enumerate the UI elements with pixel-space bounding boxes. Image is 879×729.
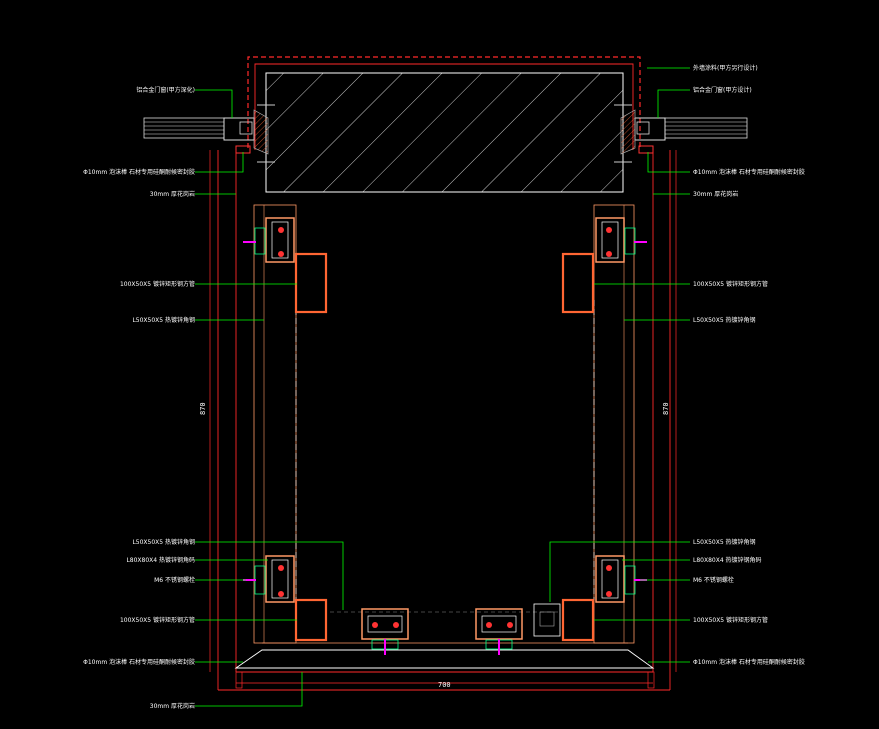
left-annotations: 铝合金门窗(甲方深化) Φ10mm 泡沫棒 石材专用硅酮耐候密封胶 30mm 厚…	[83, 86, 195, 710]
left-window-frame	[143, 109, 269, 155]
right-window-frame	[620, 109, 748, 155]
dimension-lines: 870 870 700	[199, 150, 677, 689]
right-label-11: Φ10mm 泡沫棒 石材专用硅酮耐候密封胶	[693, 658, 805, 666]
granite-cladding	[234, 204, 655, 669]
right-label-8: L80X80X4 热镀锌钢角码	[693, 556, 762, 564]
left-label-10: Φ10mm 泡沫棒 石材专用硅酮耐候密封胶	[83, 658, 195, 666]
left-label-6: L50X50X5 热镀锌角钢	[132, 538, 195, 546]
right-label-3: Φ10mm 泡沫棒 石材专用硅酮耐候密封胶	[693, 168, 805, 176]
anchor-brackets	[243, 217, 647, 655]
left-label-2: Φ10mm 泡沫棒 石材专用硅酮耐候密封胶	[83, 168, 195, 176]
right-label-9: M6 不锈钢螺栓	[693, 576, 734, 584]
right-label-1: 外墙涂料(甲方另行设计)	[693, 64, 758, 72]
right-label-4: 30mm 厚花岗岩	[693, 190, 738, 198]
left-label-5: L50X50X5 热镀锌角钢	[132, 316, 195, 324]
left-leaders	[195, 89, 344, 707]
left-label-8: M6 不锈钢螺栓	[154, 576, 195, 584]
left-vertical-dim: 870	[199, 402, 207, 415]
top-hatched-panel	[257, 72, 632, 193]
left-label-1: 铝合金门窗(甲方深化)	[136, 86, 195, 94]
left-label-11: 30mm 厚花岗岩	[150, 702, 195, 710]
right-label-6: L50X50X5 热镀锌角钢	[693, 316, 756, 324]
left-label-4: 100X50X5 镀锌矩形钢方管	[120, 280, 195, 288]
right-label-5: 100X50X5 镀锌矩形钢方管	[693, 280, 768, 288]
side-outlines	[217, 150, 671, 691]
right-label-10: 100X50X5 镀锌矩形钢方管	[693, 616, 768, 624]
bottom-dim: 700	[438, 681, 451, 689]
left-label-9: 100X50X5 镀锌矩形钢方管	[120, 616, 195, 624]
right-annotations: 外墙涂料(甲方另行设计) 铝合金门窗(甲方设计) Φ10mm 泡沫棒 石材专用硅…	[693, 64, 805, 666]
steel-tubes	[294, 252, 595, 642]
opening-outline	[247, 56, 641, 150]
right-vertical-dim: 870	[662, 402, 670, 415]
left-label-7: L80X80X4 热镀锌钢角码	[126, 556, 195, 564]
right-leaders	[549, 67, 690, 663]
left-label-3: 30mm 厚花岗岩	[150, 190, 195, 198]
right-label-7: L50X50X5 热镀锌角钢	[693, 538, 756, 546]
right-label-2: 铝合金门窗(甲方设计)	[693, 86, 752, 94]
